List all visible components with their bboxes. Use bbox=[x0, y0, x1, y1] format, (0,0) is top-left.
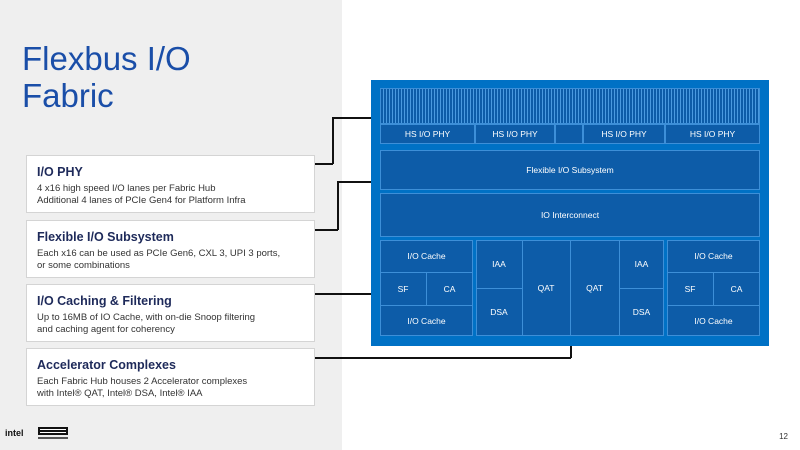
connector-line bbox=[332, 117, 382, 119]
slide-title: Flexbus I/O Fabric bbox=[22, 40, 191, 114]
connector-line bbox=[570, 336, 572, 358]
io-cache-label: I/O Cache bbox=[407, 251, 446, 261]
io-interconnect-block: IO Interconnect bbox=[380, 193, 760, 237]
card-description: Up to 16MB of IO Cache, with on-die Snoo… bbox=[37, 312, 256, 335]
io-cache-label: I/O Cache bbox=[407, 315, 446, 326]
connector-line bbox=[315, 293, 382, 295]
intel-logo: intel bbox=[5, 428, 24, 438]
phy-lane-strip bbox=[380, 88, 760, 124]
divider bbox=[476, 288, 522, 289]
iaa-label: IAA bbox=[634, 259, 649, 269]
phy-block: HS I/O PHY bbox=[665, 124, 760, 144]
ca-label: CA bbox=[443, 283, 456, 294]
card-description: 4 x16 high speed I/O lanes per Fabric Hu… bbox=[37, 183, 246, 206]
divider bbox=[667, 305, 760, 306]
qat-label: QAT bbox=[586, 283, 603, 293]
flexible-io-subsystem-block: Flexible I/O Subsystem bbox=[380, 150, 760, 190]
card-title: Flexible I/O Subsystem bbox=[37, 230, 174, 244]
iaa-label: IAA bbox=[492, 259, 506, 269]
divider bbox=[380, 305, 473, 306]
page-number: 12 bbox=[779, 432, 788, 441]
phy-spacer bbox=[555, 124, 583, 144]
ca-label: CA bbox=[730, 283, 743, 294]
card-description: Each Fabric Hub houses 2 Accelerator com… bbox=[37, 376, 248, 399]
card-title: I/O Caching & Filtering bbox=[37, 294, 172, 308]
card-title: I/O PHY bbox=[37, 165, 83, 179]
card-io-caching: I/O Caching & Filtering Up to 16MB of IO… bbox=[26, 284, 315, 342]
connector-line bbox=[332, 117, 334, 164]
phy-block: HS I/O PHY bbox=[475, 124, 555, 144]
sf-label: SF bbox=[397, 283, 409, 294]
card-description: Each x16 can be used as PCIe Gen6, CXL 3… bbox=[37, 248, 281, 271]
divider bbox=[619, 288, 664, 289]
divider bbox=[570, 240, 571, 336]
card-title: Accelerator Complexes bbox=[37, 358, 176, 372]
dsa-label: DSA bbox=[632, 307, 651, 317]
io-cache-label: I/O Cache bbox=[694, 315, 733, 326]
phy-block: HS I/O PHY bbox=[583, 124, 665, 144]
divider bbox=[713, 272, 714, 305]
qat-label: QAT bbox=[537, 283, 555, 293]
card-io-phy: I/O PHY 4 x16 high speed I/O lanes per F… bbox=[26, 155, 315, 213]
connector-line bbox=[315, 357, 571, 359]
hotchips-logo bbox=[38, 427, 68, 439]
connector-line bbox=[315, 229, 338, 231]
card-flexible-io: Flexible I/O Subsystem Each x16 can be u… bbox=[26, 220, 315, 278]
divider bbox=[522, 240, 523, 336]
connector-line bbox=[337, 181, 382, 183]
connector-line bbox=[315, 163, 333, 165]
divider bbox=[426, 272, 427, 305]
dsa-label: DSA bbox=[490, 307, 508, 317]
card-accelerator: Accelerator Complexes Each Fabric Hub ho… bbox=[26, 348, 315, 406]
sf-label: SF bbox=[684, 283, 696, 294]
phy-block: HS I/O PHY bbox=[380, 124, 475, 144]
connector-line bbox=[337, 181, 339, 230]
io-cache-label: I/O Cache bbox=[694, 251, 733, 261]
